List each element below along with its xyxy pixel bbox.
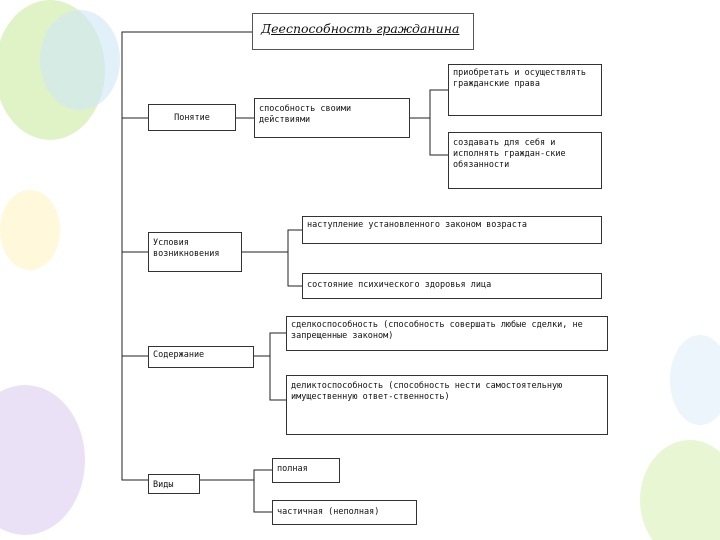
balloon-blue-small — [670, 335, 720, 425]
balloon-purple — [0, 385, 85, 535]
content-dealcapacity: сделкоспособность (способность совершать… — [286, 316, 608, 351]
balloon-yellow — [0, 190, 60, 270]
diagram-title: Дееспособность гражданина — [252, 13, 474, 50]
condition-age: наступление установленного законом возра… — [302, 216, 602, 244]
condition-health: состояние психического здоровья лица — [302, 273, 602, 299]
balloon-blue — [40, 10, 120, 110]
balloon-green-small — [640, 440, 720, 540]
category-concept: Понятие — [148, 104, 236, 131]
concept-branch-obligations: создавать для себя и исполнять граждан-с… — [448, 132, 602, 189]
type-full: полная — [272, 458, 340, 483]
concept-definition: способность своими действиями — [254, 98, 410, 138]
category-conditions: Условия возникновения — [148, 232, 242, 272]
category-types: Виды — [148, 474, 200, 494]
category-content: Содержание — [148, 346, 254, 368]
type-partial: частичная (неполная) — [272, 500, 417, 525]
concept-branch-rights: приобретать и осуществлять гражданские п… — [448, 64, 602, 116]
content-tortcapacity: деликтоспособность (способность нести са… — [286, 375, 608, 435]
